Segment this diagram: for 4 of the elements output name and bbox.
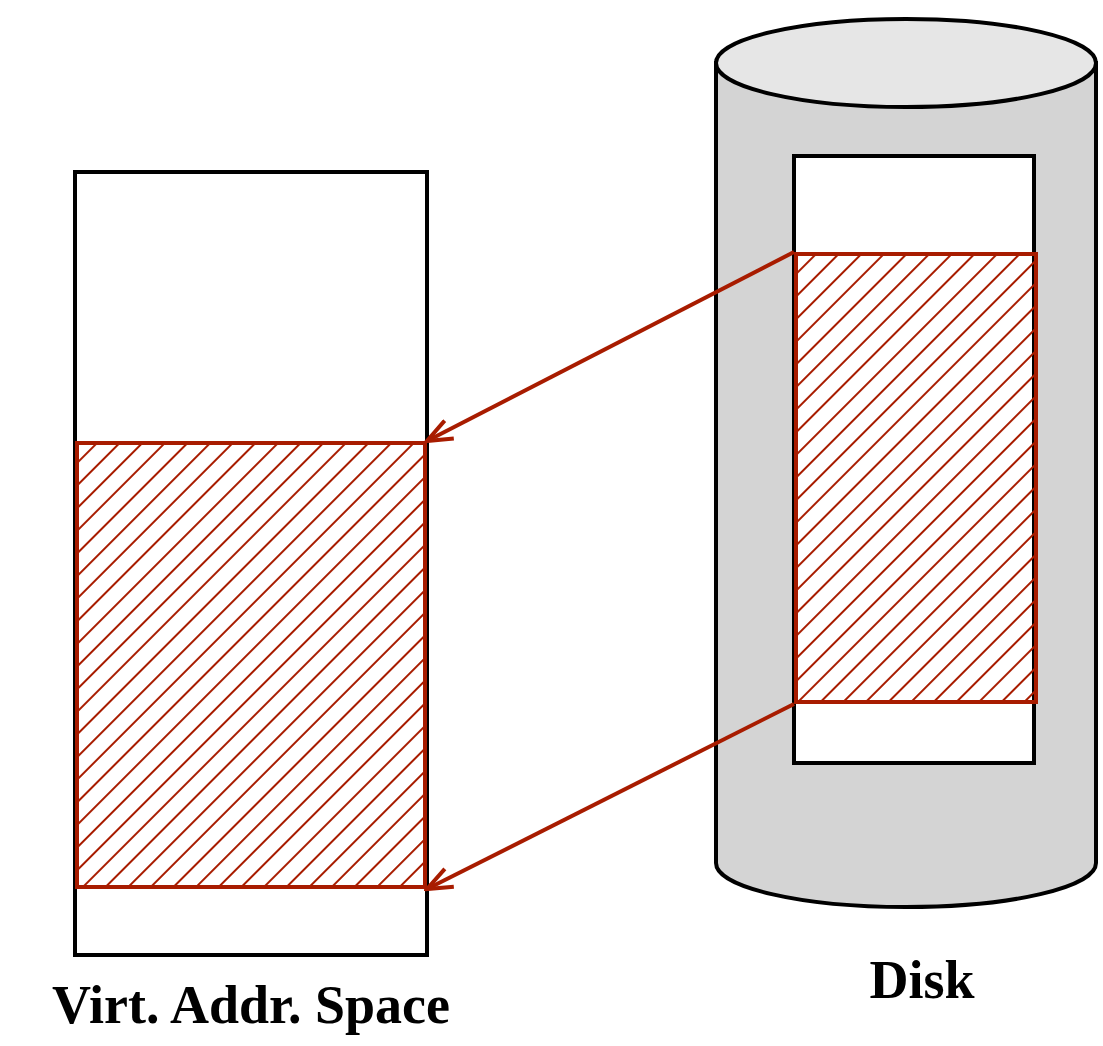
arrow	[425, 702, 795, 891]
arrow	[425, 250, 795, 443]
disk-label: Disk	[869, 953, 975, 1007]
storage-area-box	[792, 154, 1036, 765]
